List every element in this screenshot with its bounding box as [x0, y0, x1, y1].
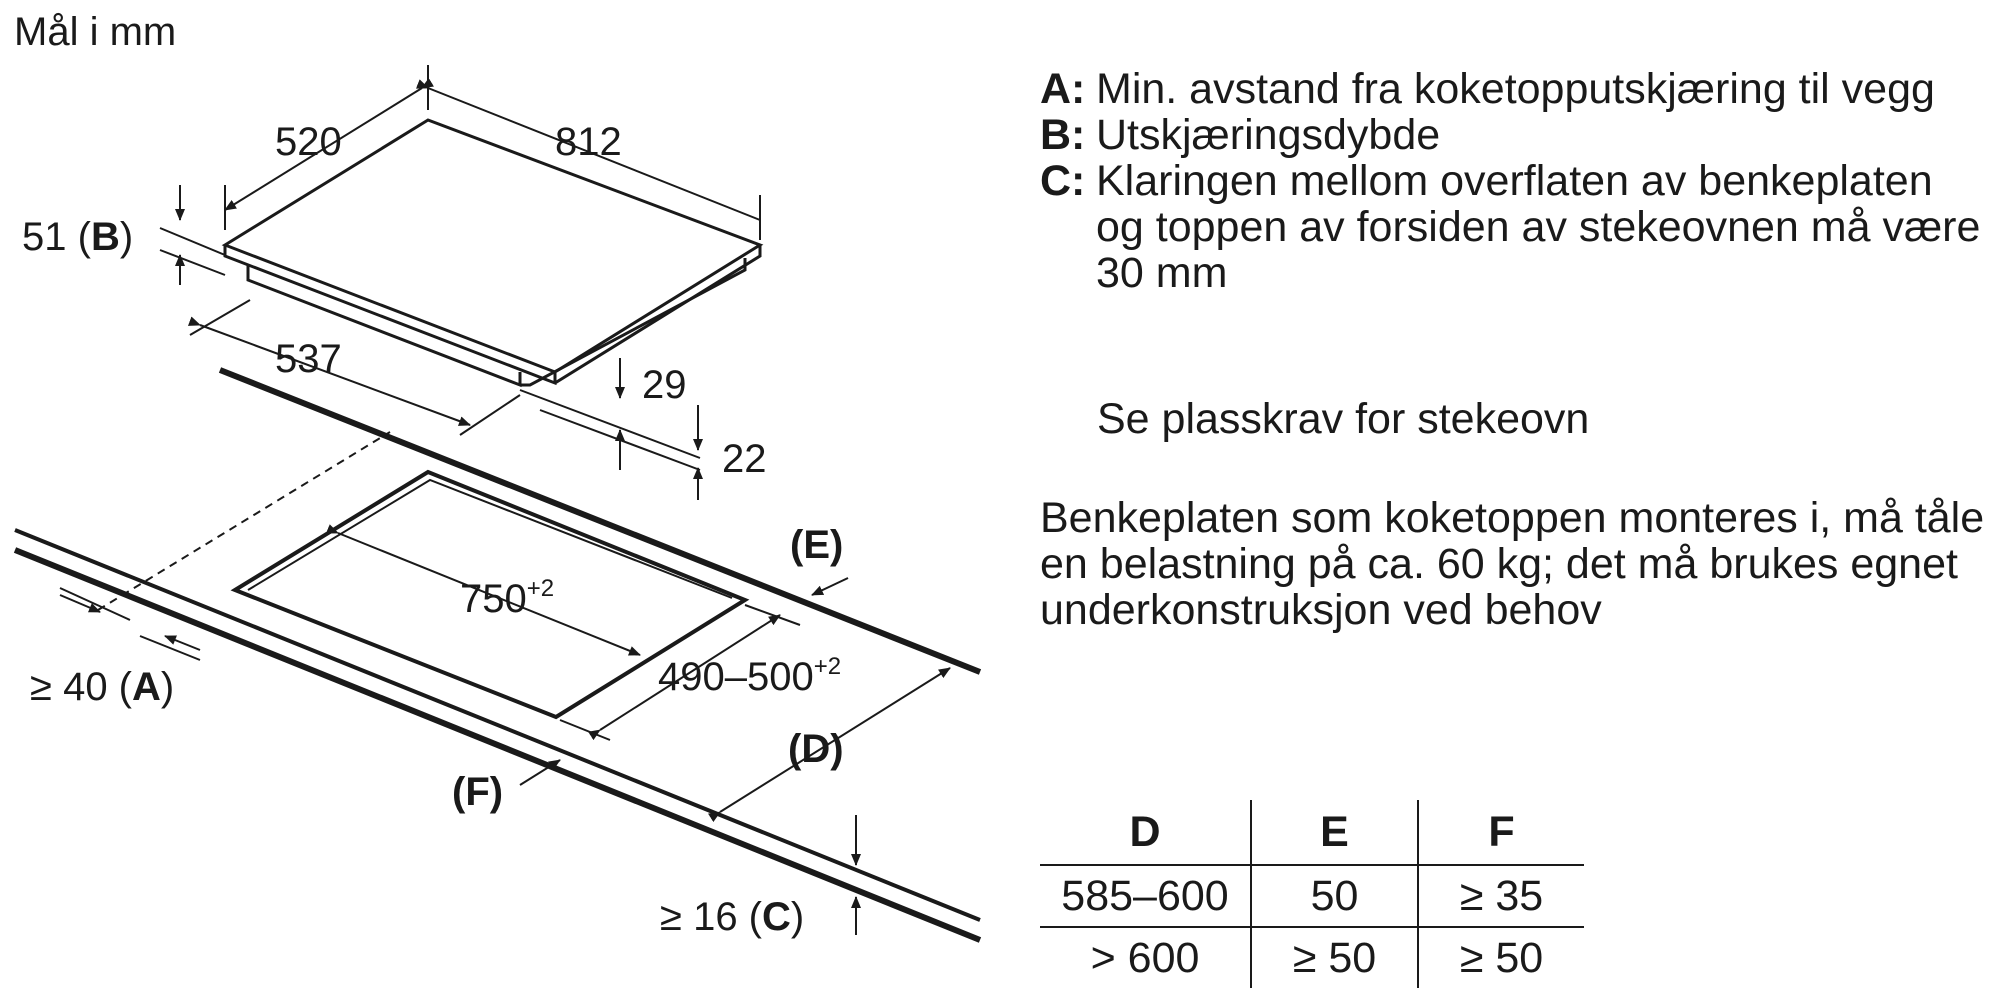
hob-right-edge [554, 245, 762, 385]
dim-490-ext [559, 604, 801, 741]
dim-frame-height-label: 29 [642, 363, 687, 407]
table-cell: ≥ 35 [1417, 864, 1584, 927]
dim-f-arrow [519, 759, 561, 786]
dim-wall-gap-label: ≥ 40 (A) [30, 665, 174, 709]
dim-520-line [224, 77, 434, 211]
worktop-back-line [218, 367, 982, 675]
units-label: Mål i mm [14, 10, 177, 54]
dim-ref-d-label: (D) [788, 727, 844, 771]
table-cell: 50 [1250, 864, 1418, 927]
dim-51-ext [159, 227, 226, 276]
dim-ref-f-label: (F) [452, 770, 503, 814]
legend: A: Min. avstand fra koketopputskjæring t… [1040, 66, 1990, 296]
table-cell: > 600 [1040, 926, 1251, 988]
dim-490-line [588, 614, 781, 741]
dim-ref-e-label: (E) [790, 523, 843, 567]
legend-text: Utskjæringsdybde [1096, 111, 1441, 159]
legend-item-c: C: Klaringen mellom overflaten av benkep… [1040, 158, 1990, 296]
cutout-outline [230, 469, 750, 720]
dim-width-label: 812 [555, 120, 622, 164]
dim-depth-label: 520 [275, 120, 342, 164]
dim-inner-width-label: 537 [275, 337, 342, 381]
requirements-table: D E F 585–600 50 ≥ 35 > 600 ≥ 50 ≥ 50 [1040, 800, 1584, 988]
legend-key: B: [1040, 111, 1086, 159]
dim-40-ext [59, 587, 201, 661]
table-cell: 585–600 [1040, 864, 1251, 927]
dim-under-height-label: 22 [722, 437, 767, 481]
legend-item-a: A: Min. avstand fra koketopputskjæring t… [1040, 66, 1990, 112]
wall-gap-guide [97, 431, 391, 611]
table-cell: ≥ 50 [1417, 926, 1584, 988]
dim-d-line [708, 667, 951, 823]
table-row: 585–600 50 ≥ 35 [1040, 864, 1584, 927]
table-row: > 600 ≥ 50 ≥ 50 [1040, 926, 1584, 988]
worktop-front-line-upper [14, 528, 981, 922]
load-note: Benkeplaten som koketoppen monteres i, m… [1040, 494, 1985, 634]
table-header-d: D [1129, 807, 1161, 856]
legend-item-b: B: Utskjæringsdybde [1040, 112, 1990, 158]
dim-40-arrow-right [164, 635, 201, 651]
dimension-lines [59, 65, 951, 935]
table-header-row: D E F [1040, 800, 1584, 865]
legend-text: Klaringen mellom overflaten av benkeplat… [1096, 157, 1981, 297]
legend-key: C: [1040, 157, 1086, 205]
dimension-labels: 812 520 51 (B) 537 29 22 750+2 490–500+2… [22, 120, 844, 939]
table-header-f: F [1417, 800, 1584, 865]
table-header-e: E [1250, 800, 1418, 865]
dim-812-line [415, 79, 761, 221]
legend-text: Min. avstand fra koketopputskjæring til … [1096, 65, 1935, 113]
dim-clearance-label: ≥ 16 (C) [660, 895, 804, 939]
legend-key: A: [1040, 65, 1086, 113]
dim-40-arrow-left [59, 594, 101, 613]
dim-thickness-label: 51 (B) [22, 215, 133, 259]
worktop-front-line-lower [13, 547, 982, 943]
dim-537-ext [189, 299, 521, 436]
dim-cutout-width-label: 750+2 [460, 575, 554, 621]
dim-537-line [187, 316, 471, 426]
dim-cutout-depth-label: 490–500+2 [658, 653, 841, 699]
oven-note: Se plasskrav for stekeovn [1097, 395, 1590, 443]
dim-e-arrow [811, 577, 849, 596]
table-cell: ≥ 50 [1250, 926, 1418, 988]
